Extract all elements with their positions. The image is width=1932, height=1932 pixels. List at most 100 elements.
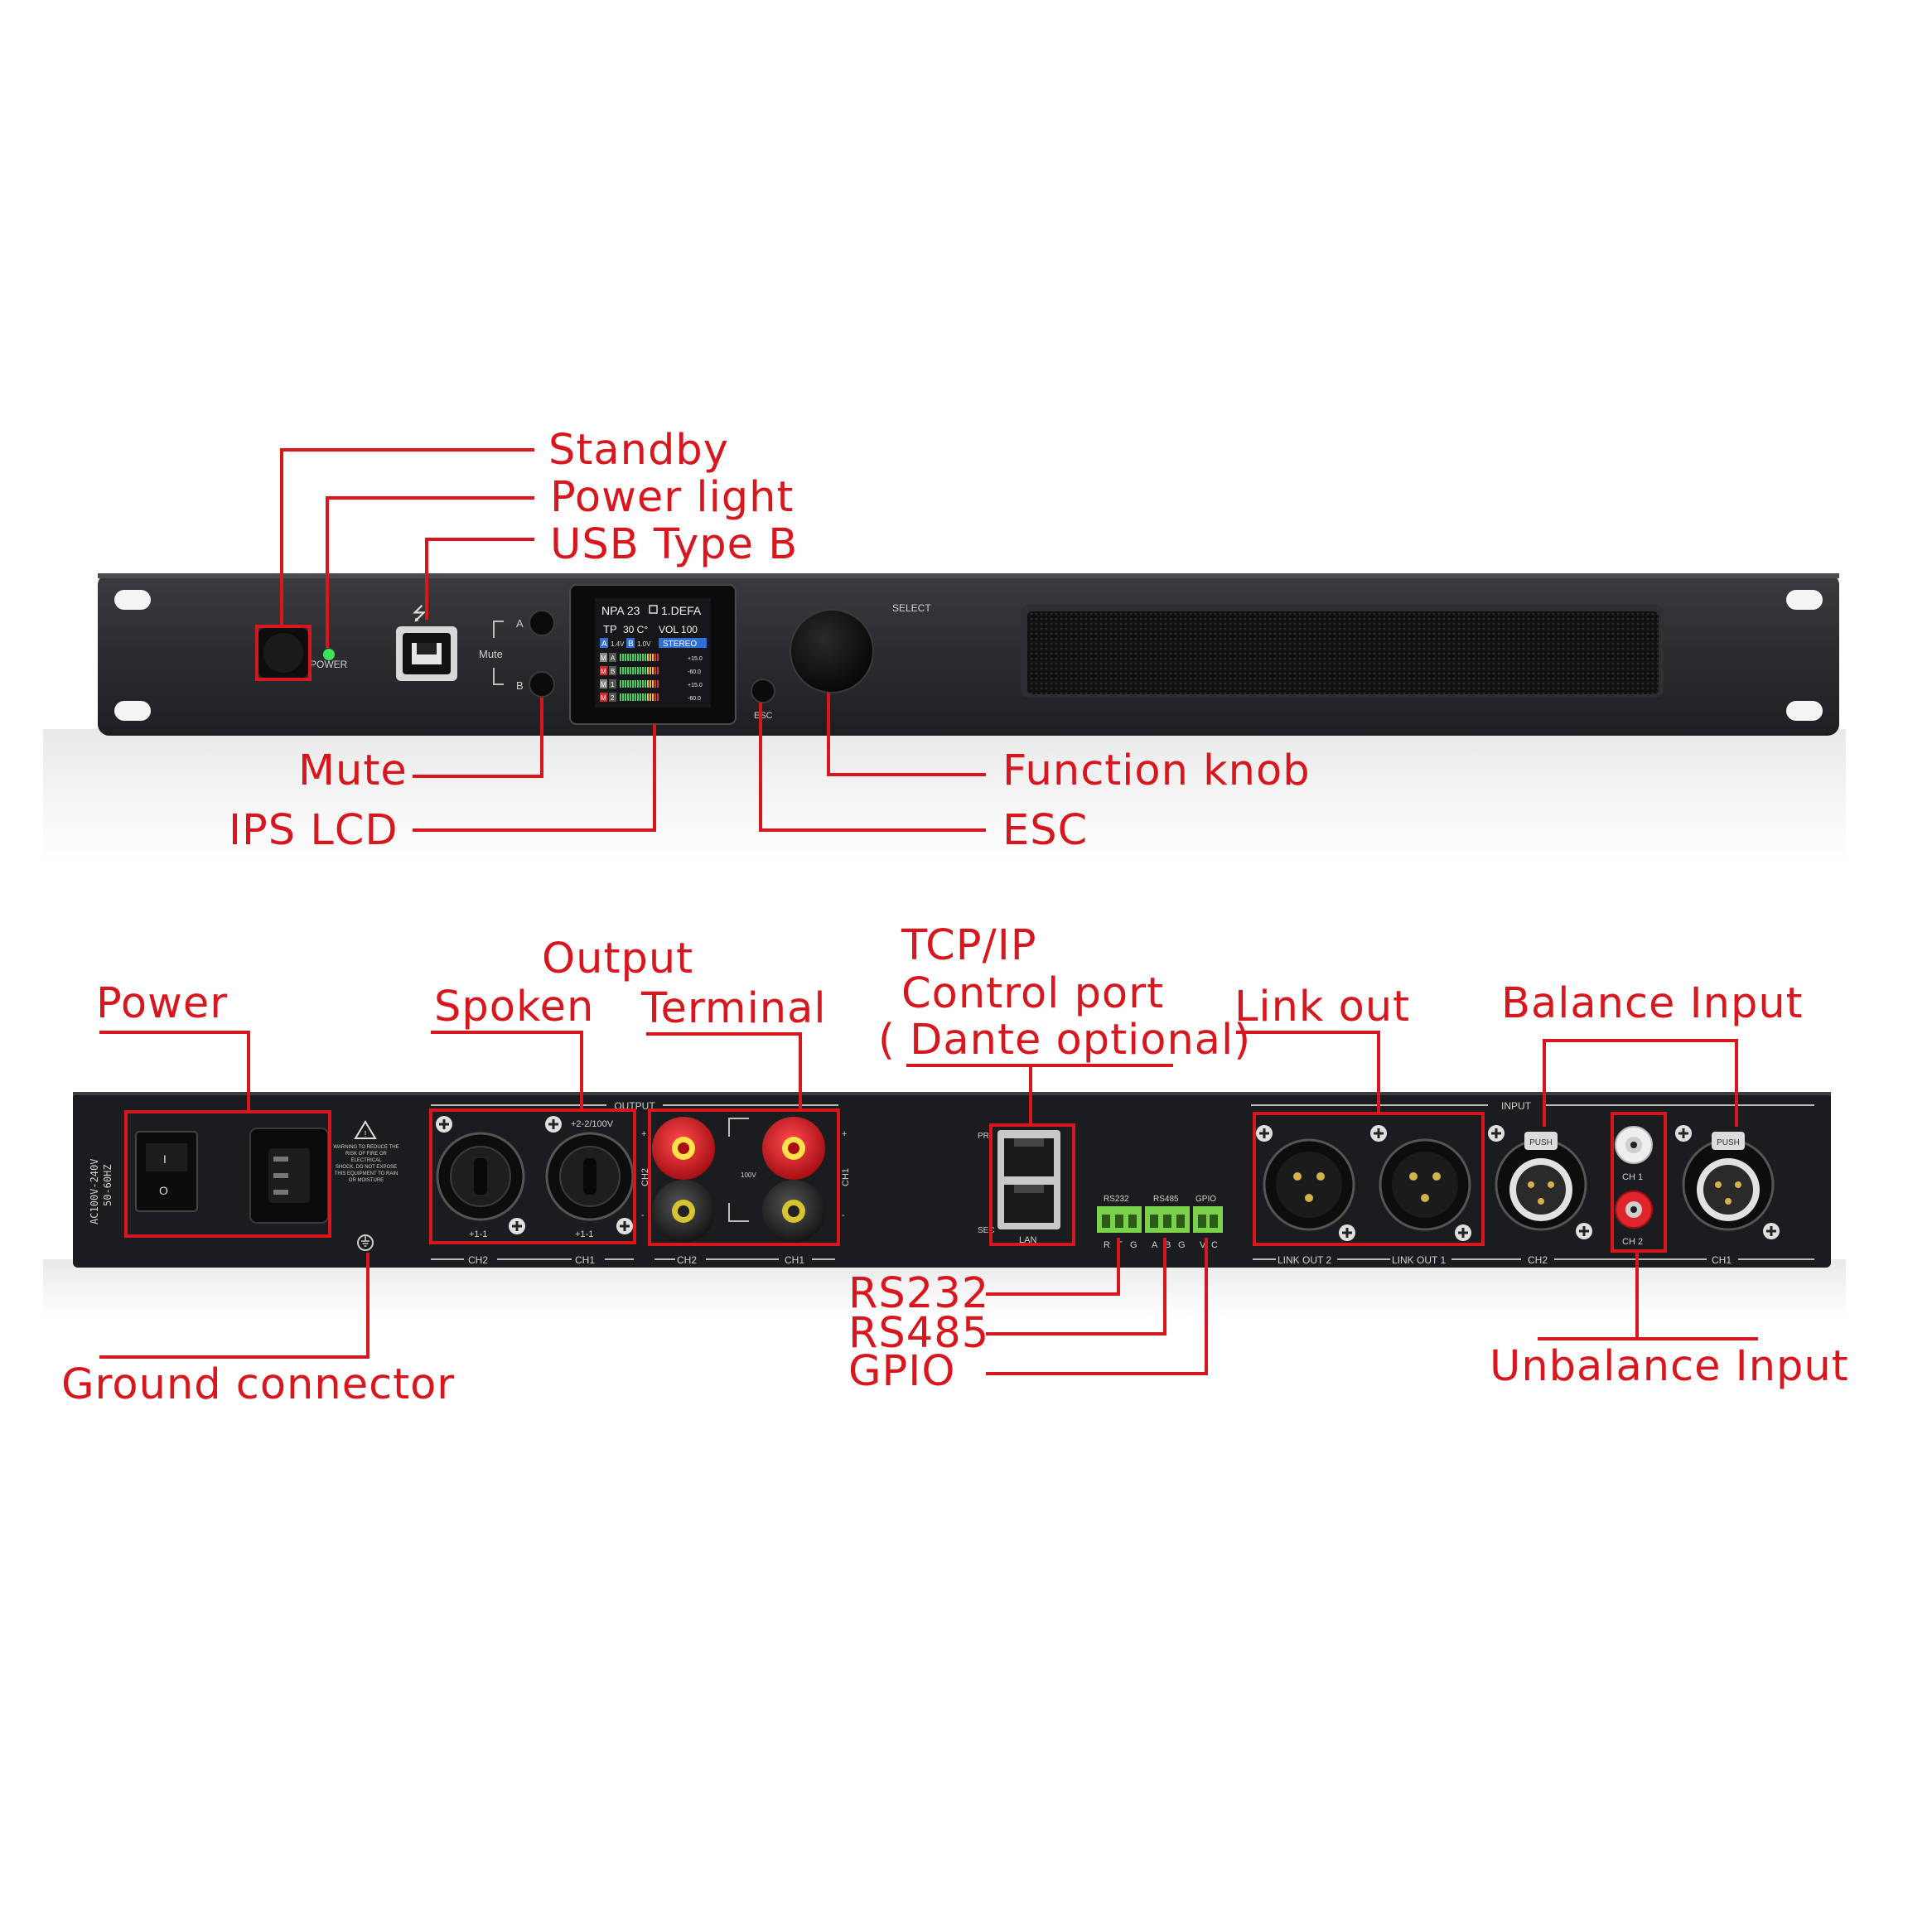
dante-callout: ( Dante optional) <box>878 1016 1252 1065</box>
warning-line: RISK OF FIRE OR <box>345 1152 388 1157</box>
meter-segment <box>654 654 656 661</box>
meter-segment <box>647 680 649 688</box>
meter-segment <box>620 680 621 688</box>
ground-icon <box>357 1234 374 1251</box>
meter-value: +15.0 <box>688 656 703 662</box>
rca-ch1-label: CH 1 <box>1622 1172 1643 1182</box>
meter-channel <box>609 653 616 662</box>
speakon-ch1[interactable] <box>545 1132 635 1221</box>
binding-post-ch2-neg[interactable] <box>652 1180 715 1243</box>
switch-off-mark: O <box>159 1184 168 1197</box>
meter-segment <box>622 667 624 674</box>
meter-tag-label: M <box>601 668 606 675</box>
warning-text: WARNING TO REDUCE THE RISK OF FIRE OR EL… <box>333 1145 398 1183</box>
select-label: SELECT <box>892 602 931 614</box>
power-light-leader <box>326 496 534 648</box>
speakon-highlight <box>429 1108 636 1244</box>
meter-segment <box>642 667 644 674</box>
usb-type-b-port[interactable]: ⭍ <box>396 604 457 681</box>
warning-line: OR MOISTURE <box>349 1178 384 1183</box>
mute-a-button[interactable] <box>529 610 555 636</box>
meter-segment <box>625 680 626 688</box>
rs485-label: RS485 <box>1153 1195 1179 1204</box>
mute-b-label: B <box>516 679 524 692</box>
binding-post-ch1-neg[interactable] <box>762 1180 825 1243</box>
meter-segment <box>642 680 644 688</box>
terminal-leader <box>646 1032 802 1110</box>
rs232-label: RS232 <box>1104 1195 1129 1204</box>
rs232-leader <box>986 1238 1120 1296</box>
binding-post-ch2-pos[interactable] <box>652 1117 715 1180</box>
meter-segment <box>650 680 651 688</box>
meter-segment <box>650 693 651 701</box>
meter-segment <box>650 654 651 661</box>
meter-segment <box>645 680 646 688</box>
meter-segment <box>640 680 641 688</box>
gpio-callout: GPIO <box>848 1347 956 1396</box>
control-port-callout: Control port <box>901 969 1165 1018</box>
unbalance-input-callout: Unbalance Input <box>1490 1342 1849 1391</box>
meter-segment <box>657 693 659 701</box>
meter-segment <box>657 667 659 674</box>
lcd-a-val: 1.4V <box>611 640 625 648</box>
warning-line: THIS EQUIPMENT TO RAIN <box>335 1171 398 1176</box>
phoenix-pin-label: B <box>1165 1240 1171 1250</box>
meter-segment <box>645 667 646 674</box>
usb-type-b-callout: USB Type B <box>550 520 799 569</box>
meter-segment <box>654 680 656 688</box>
lan-pri-label: PRI <box>978 1132 992 1141</box>
meter-tag <box>600 666 607 675</box>
meter-segment <box>620 654 621 661</box>
balance-input-ch2-xlr[interactable] <box>1495 1132 1587 1231</box>
meter-segment <box>630 680 631 688</box>
lcd-leader <box>413 724 656 832</box>
meter-tag-label: M <box>601 681 606 688</box>
speakon-pin-label-ch1: +1-1 <box>575 1229 593 1239</box>
esc-label: ESC <box>754 711 773 721</box>
phoenix-pin-label: C <box>1211 1240 1218 1250</box>
speakon-pin-label: +2-2/100V <box>571 1119 614 1129</box>
balance-input-ch1-xlr[interactable] <box>1682 1132 1775 1231</box>
meter-channel-label: 2 <box>611 694 615 702</box>
usb-leader <box>425 538 534 620</box>
gpio-terminal[interactable] <box>1193 1206 1223 1233</box>
function-knob-callout: Function knob <box>1002 746 1311 795</box>
speakon-ch2[interactable] <box>436 1132 525 1221</box>
meter-tag <box>600 679 607 688</box>
standby-leader <box>280 448 534 626</box>
link-out-1-label: LINK OUT 1 <box>1392 1254 1446 1266</box>
push-label-ch2: PUSH <box>1529 1138 1553 1147</box>
binding-post-ch1-pos[interactable] <box>762 1117 825 1180</box>
esc-button[interactable] <box>751 679 775 703</box>
meter-channel <box>609 693 616 702</box>
esc-leader <box>759 703 986 832</box>
rca-ch1[interactable] <box>1615 1126 1653 1164</box>
gpio-leader <box>986 1238 1208 1375</box>
phoenix-pin-label: R <box>1104 1240 1110 1250</box>
link-out-2-xlr[interactable] <box>1263 1138 1355 1231</box>
meter-segment <box>622 654 624 661</box>
mute-group: Mute A B <box>479 610 555 698</box>
meter-segment <box>635 654 636 661</box>
lcd-b: B <box>628 640 634 649</box>
meter-segment <box>627 693 629 701</box>
speakon-ch1-label: CH1 <box>575 1254 595 1266</box>
power-highlight <box>124 1110 331 1238</box>
switch-on-mark: I <box>163 1152 167 1166</box>
terminal-ch1-vert: CH1 <box>841 1168 851 1186</box>
function-knob[interactable] <box>790 609 874 693</box>
balance-input-callout: Balance Input <box>1501 979 1804 1028</box>
meter-tag <box>600 693 607 702</box>
meter-segment <box>640 693 641 701</box>
rca-ch2[interactable] <box>1615 1191 1653 1229</box>
meter-segment <box>625 654 626 661</box>
power-light-callout: Power light <box>550 473 795 522</box>
rear-panel: AC100V-240V 50-60HZ I O ! WARNING TO RED… <box>43 1092 1846 1317</box>
mute-a-label: A <box>516 617 524 630</box>
link-out-highlight <box>1253 1112 1485 1246</box>
tcp-ip-callout: TCP/IP <box>901 921 1037 970</box>
meter-segment <box>640 654 641 661</box>
link-out-1-xlr[interactable] <box>1379 1138 1471 1231</box>
mute-b-button[interactable] <box>529 671 555 698</box>
meter-segment <box>645 654 646 661</box>
